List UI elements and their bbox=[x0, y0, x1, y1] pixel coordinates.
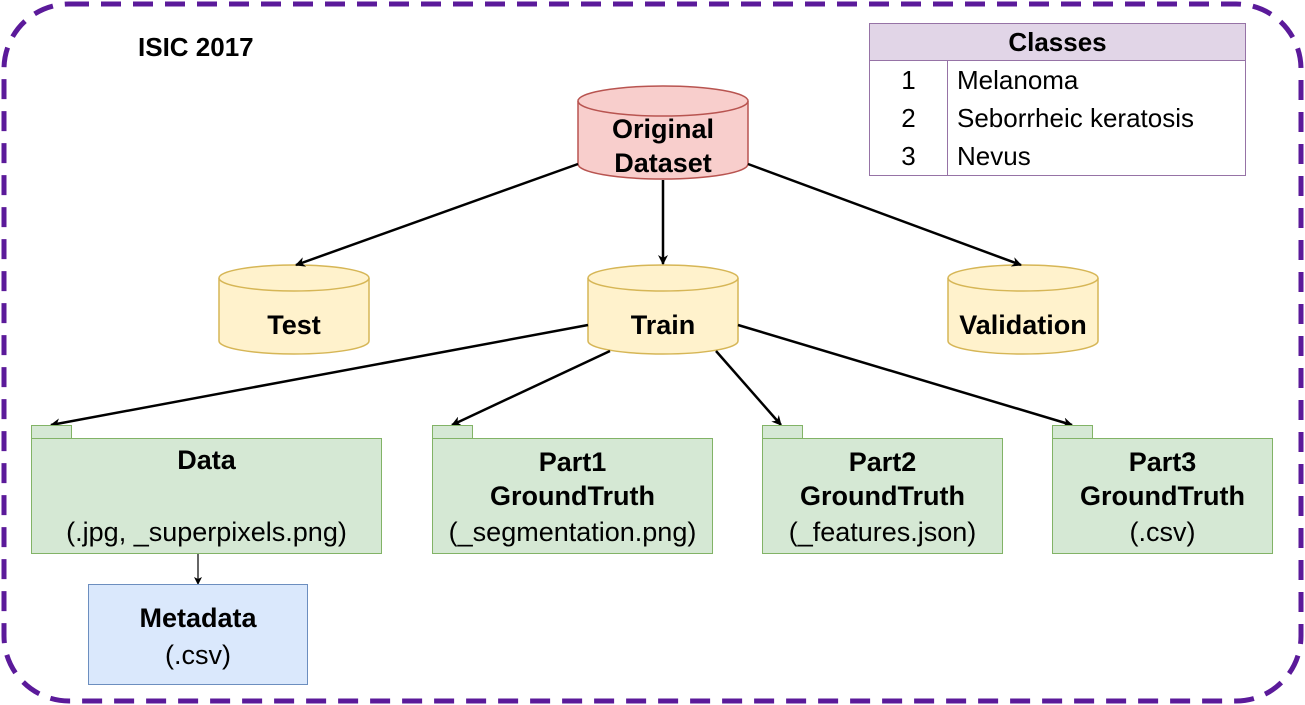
metadata-box: Metadata (.csv) bbox=[88, 584, 308, 685]
part2-folder-ext: (_features.json) bbox=[788, 517, 977, 547]
part3-folder-title1: Part3 bbox=[1128, 447, 1197, 477]
arrow-train-to-data bbox=[50, 323, 589, 429]
class-number: 3 bbox=[869, 137, 948, 176]
class-name: Seborrheic keratosis bbox=[957, 103, 1194, 133]
table-row: 1 Melanoma bbox=[869, 60, 1246, 99]
data-folder-body: Data (.jpg, _superpixels.png) bbox=[31, 438, 382, 554]
part2-folder-title1: Part2 bbox=[848, 447, 917, 477]
class-number: 1 bbox=[869, 60, 948, 99]
diagram-title: ISIC 2017 bbox=[138, 32, 254, 62]
part1-folder-tab bbox=[432, 425, 473, 439]
original-dataset-line2: Dataset bbox=[614, 148, 712, 178]
validation-cylinder bbox=[947, 264, 1099, 355]
test-label: Test bbox=[267, 310, 321, 340]
class-name: Melanoma bbox=[957, 65, 1079, 95]
test-cylinder bbox=[218, 264, 370, 355]
part1-folder-ext: (_segmentation.png) bbox=[448, 517, 697, 547]
class-number: 2 bbox=[869, 99, 948, 137]
part2-folder-body: Part2 GroundTruth (_features.json) bbox=[762, 438, 1003, 554]
original-dataset-cylinder bbox=[577, 85, 749, 180]
train-label: Train bbox=[630, 310, 696, 340]
arrow-train-to-part2 bbox=[715, 350, 782, 426]
arrow-train-to-part1 bbox=[451, 349, 611, 427]
part3-folder-ext: (.csv) bbox=[1129, 517, 1196, 547]
class-name: Nevus bbox=[957, 141, 1031, 171]
data-folder-ext: (.jpg, _superpixels.png) bbox=[66, 517, 347, 547]
part1-folder-title1: Part1 bbox=[538, 447, 607, 477]
part3-folder-title2: GroundTruth bbox=[1080, 481, 1245, 511]
metadata-title: Metadata bbox=[139, 603, 257, 633]
validation-label: Validation bbox=[959, 310, 1087, 340]
arrow-original-to-validation bbox=[747, 162, 1022, 267]
data-folder-tab bbox=[31, 425, 72, 439]
original-dataset-line1: Original bbox=[611, 114, 714, 144]
original-dataset-label: Original Dataset bbox=[578, 112, 748, 180]
classes-table: Classes 1 Melanoma 2 Seborrheic keratosi… bbox=[869, 23, 1246, 176]
part3-folder-tab bbox=[1052, 425, 1093, 439]
classes-header: Classes bbox=[869, 23, 1246, 61]
part1-folder-title2: GroundTruth bbox=[490, 481, 655, 511]
arrow-original-to-test bbox=[295, 162, 579, 267]
part1-folder-body: Part1 GroundTruth (_segmentation.png) bbox=[432, 438, 713, 554]
metadata-ext: (.csv) bbox=[165, 640, 231, 670]
arrow-train-to-part3 bbox=[737, 323, 1073, 428]
train-cylinder bbox=[587, 264, 739, 355]
part3-folder-body: Part3 GroundTruth (.csv) bbox=[1052, 438, 1273, 554]
classes-header-row: Classes bbox=[869, 23, 1246, 61]
table-row: 3 Nevus bbox=[869, 137, 1246, 176]
part2-folder-title2: GroundTruth bbox=[800, 481, 965, 511]
data-folder-title: Data bbox=[177, 445, 236, 475]
part2-folder-tab bbox=[762, 425, 803, 439]
table-row: 2 Seborrheic keratosis bbox=[869, 99, 1246, 137]
